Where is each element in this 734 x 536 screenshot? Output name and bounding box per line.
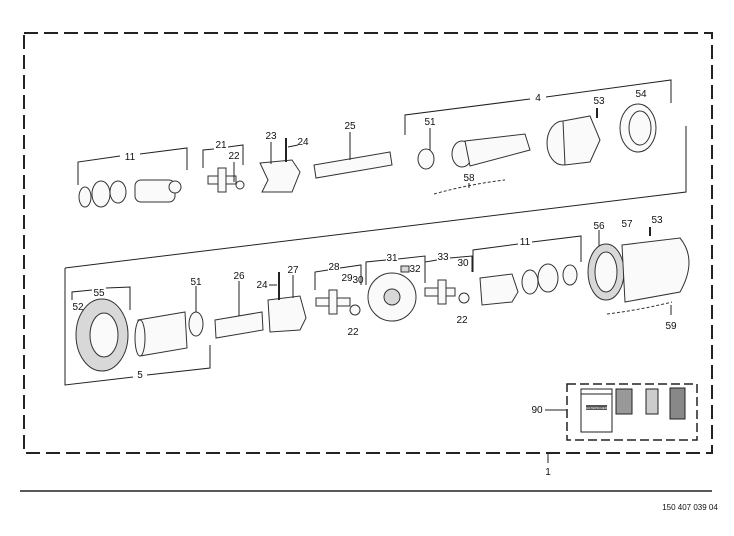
label-53: 53: [593, 96, 605, 107]
label-33: 33: [437, 252, 449, 263]
label-58: 58: [463, 173, 475, 184]
label-30-left: 30: [352, 275, 364, 286]
label-28: 28: [328, 262, 340, 273]
label-4: 4: [535, 93, 541, 104]
label-22-left: 22: [347, 327, 359, 338]
label-32: 32: [409, 264, 421, 275]
label-59: 59: [665, 321, 677, 332]
label-53-bottom: 53: [651, 215, 663, 226]
label-54: 54: [635, 89, 647, 100]
label-30-right: 30: [457, 258, 469, 269]
label-27: 27: [287, 265, 299, 276]
label-23: 23: [265, 131, 277, 142]
label-22-right: 22: [456, 315, 468, 326]
label-90: 90: [531, 405, 543, 416]
label-11-bottom: 11: [520, 237, 531, 248]
label-57: 57: [621, 219, 633, 230]
label-21: 21: [215, 140, 227, 151]
label-24-bottom: 24: [256, 280, 268, 291]
top-row-parts: [64, 79, 687, 269]
label-24: 24: [297, 137, 309, 148]
label-55: 55: [93, 288, 105, 299]
label-26: 26: [233, 271, 245, 282]
label-52: 52: [72, 302, 84, 313]
label-56: 56: [593, 221, 605, 232]
assembly-frame: [23, 32, 713, 454]
label-22: 22: [228, 151, 240, 162]
label-11: 11: [125, 152, 136, 163]
assembly-label: 1: [545, 467, 551, 478]
label-31: 31: [386, 253, 398, 264]
label-51: 51: [424, 117, 436, 128]
label-51-bottom: 51: [190, 277, 202, 288]
bottom-row-parts: [64, 227, 690, 386]
label-25: 25: [344, 121, 356, 132]
sticker-kit: WALTERSCHEID: [545, 383, 698, 441]
drawing-number: 150 407 039 04: [662, 503, 718, 512]
label-29: 29: [341, 273, 353, 284]
label-5: 5: [137, 370, 143, 381]
kit-sticker-text: WALTERSCHEID: [584, 406, 608, 410]
